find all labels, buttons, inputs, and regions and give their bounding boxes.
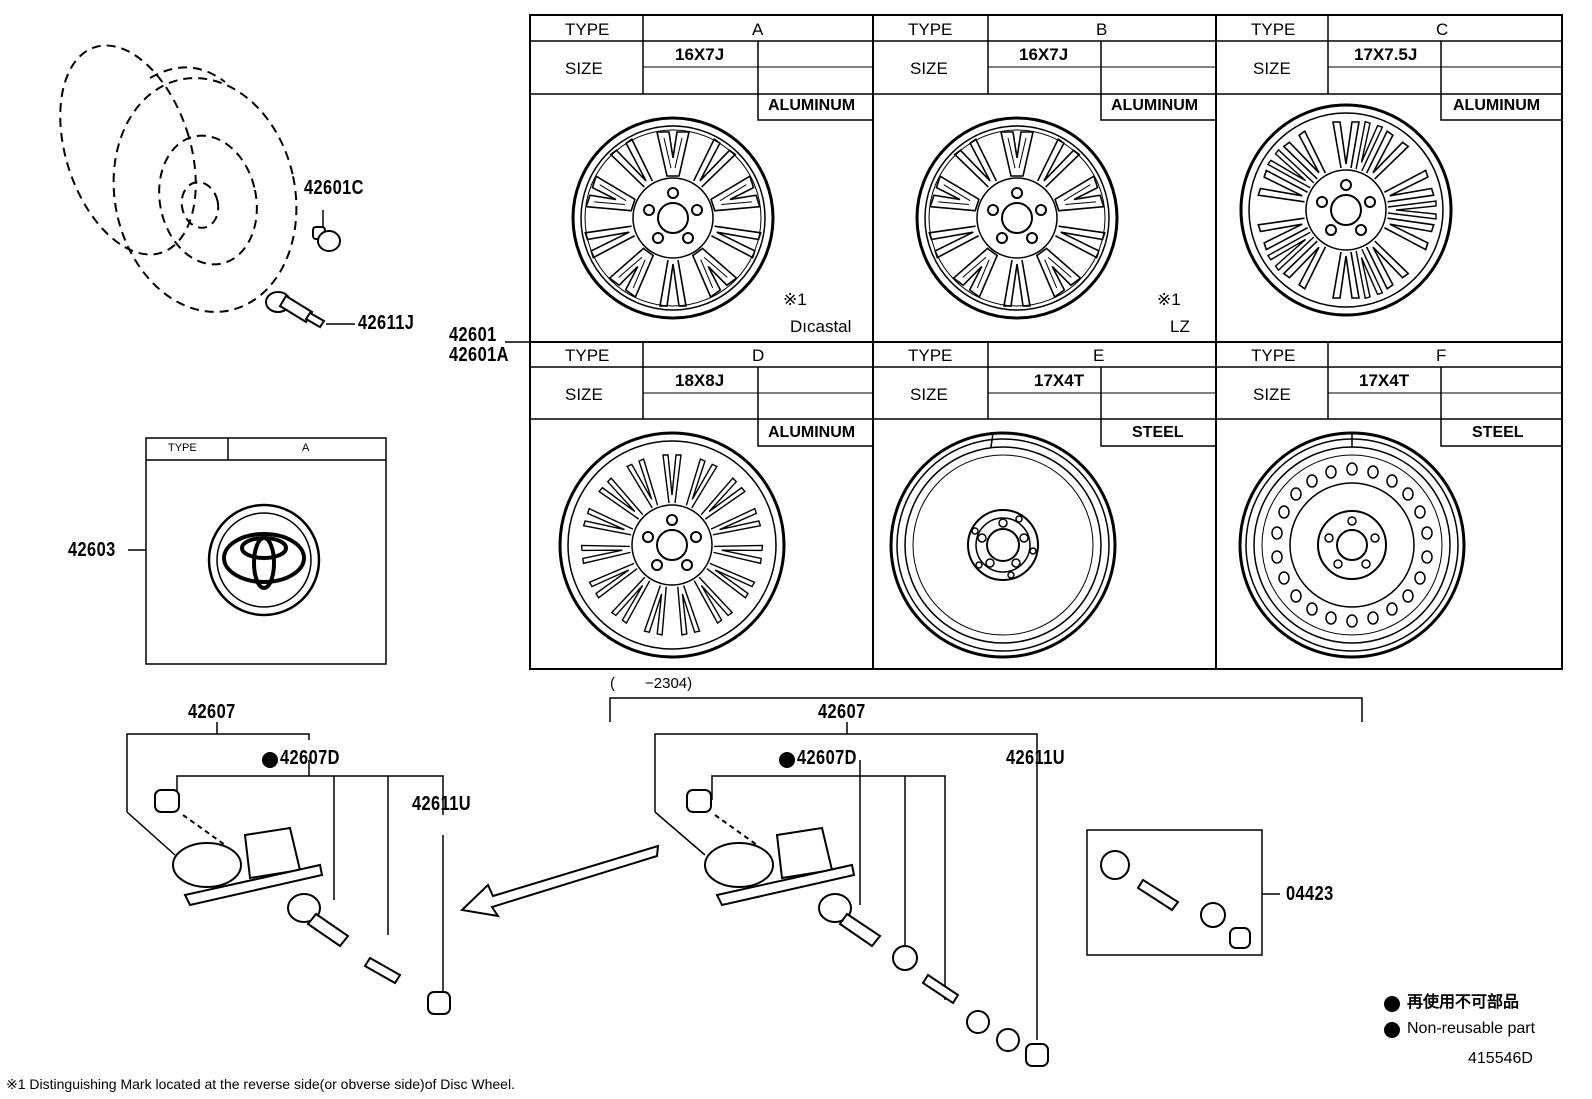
drawing-id: 415546D — [1468, 1050, 1533, 1067]
type-header-f: TYPE — [1251, 346, 1296, 365]
size-header-a: SIZE — [565, 59, 603, 78]
material-c: ALUMINUM — [1453, 97, 1541, 114]
non-reusable-bullet-right — [779, 752, 795, 768]
type-value-f: F — [1436, 346, 1447, 365]
type-value-a: A — [752, 20, 764, 39]
part-number-42607d-left[interactable]: 42607D — [280, 747, 340, 769]
cap-type-value: A — [302, 442, 310, 454]
part-number-42611u-left[interactable]: 42611U — [412, 793, 472, 815]
material-b: ALUMINUM — [1111, 97, 1199, 114]
material-d: ALUMINUM — [768, 424, 856, 441]
tpms-right-brackets — [609, 697, 1363, 1040]
type-header-b: TYPE — [908, 20, 953, 39]
size-header-d: SIZE — [565, 385, 603, 404]
tpms-sensor-right-drawing — [686, 789, 1049, 1067]
cap-type-header: TYPE — [168, 442, 197, 454]
wheel-type-e-drawing — [889, 431, 1117, 659]
size-value-a: 16X7J — [675, 45, 725, 64]
part-number-42603[interactable]: 42603 — [68, 539, 116, 561]
type-value-c: C — [1436, 20, 1449, 39]
size-value-f: 17X4T — [1359, 371, 1410, 390]
tpms-sensor-left-drawing — [154, 789, 451, 1015]
size-header-c: SIZE — [1253, 59, 1291, 78]
wheel-type-b-drawing — [915, 116, 1119, 320]
date-range: ( −2304) — [610, 675, 693, 692]
part-number-42607-left[interactable]: 42607 — [188, 701, 236, 723]
size-value-c: 17X7.5J — [1354, 45, 1418, 64]
size-header-b: SIZE — [910, 59, 948, 78]
legend-non-reusable-jp: 再使用不可部品 — [1407, 994, 1520, 1011]
direction-arrow — [459, 844, 660, 918]
part-number-42611j[interactable]: 42611J — [358, 312, 415, 334]
valve-kit-drawing — [1100, 850, 1251, 949]
type-header-c: TYPE — [1251, 20, 1296, 39]
maker-a: Dıcastal — [790, 317, 852, 336]
valve-kit-box — [1086, 829, 1280, 956]
type-value-e: E — [1093, 346, 1105, 365]
footnote: ※1 Distinguishing Mark located at the re… — [6, 1076, 515, 1092]
type-value-b: B — [1096, 20, 1108, 39]
valve-stem-drawing — [265, 291, 326, 329]
part-number-04423[interactable]: 04423 — [1286, 883, 1334, 905]
wheel-type-f-drawing — [1238, 431, 1466, 659]
toyota-cap-drawing — [207, 503, 321, 617]
hub-nut-drawing — [312, 226, 341, 252]
part-number-42611u-right[interactable]: 42611U — [1006, 747, 1066, 769]
type-header-d: TYPE — [565, 346, 610, 365]
wheel-type-d-drawing — [558, 431, 786, 659]
tpms-left-brackets — [126, 722, 444, 995]
part-number-42607d-right[interactable]: 42607D — [797, 747, 857, 769]
cap-type-box — [145, 437, 387, 665]
legend-non-reusable-en: Non-reusable part — [1407, 1020, 1536, 1037]
maker-b: LZ — [1170, 317, 1190, 336]
wheel-type-a-drawing — [571, 116, 775, 320]
legend-bullet-en — [1384, 1022, 1400, 1038]
type-header-e: TYPE — [908, 346, 953, 365]
size-header-e: SIZE — [910, 385, 948, 404]
material-a: ALUMINUM — [768, 97, 856, 114]
mark-a: ※1 — [783, 290, 807, 309]
type-value-d: D — [752, 346, 765, 365]
wheel-type-table-grid — [529, 14, 1563, 670]
part-number-42601a[interactable]: 42601A — [449, 344, 509, 366]
material-e: STEEL — [1132, 424, 1184, 441]
wheel-type-c-drawing — [1239, 103, 1453, 317]
size-header-f: SIZE — [1253, 385, 1291, 404]
non-reusable-bullet-left — [262, 752, 278, 768]
size-value-d: 18X8J — [675, 371, 725, 390]
part-number-42601[interactable]: 42601 — [449, 324, 497, 346]
size-value-e: 17X4T — [1034, 371, 1085, 390]
part-number-42601c[interactable]: 42601C — [304, 177, 364, 199]
wheel-outline-dashed — [59, 44, 298, 313]
legend-bullet-jp — [1384, 996, 1400, 1012]
size-value-b: 16X7J — [1019, 45, 1069, 64]
material-f: STEEL — [1472, 424, 1524, 441]
part-number-42607-right[interactable]: 42607 — [818, 701, 866, 723]
mark-b: ※1 — [1157, 290, 1181, 309]
type-header-a: TYPE — [565, 20, 610, 39]
